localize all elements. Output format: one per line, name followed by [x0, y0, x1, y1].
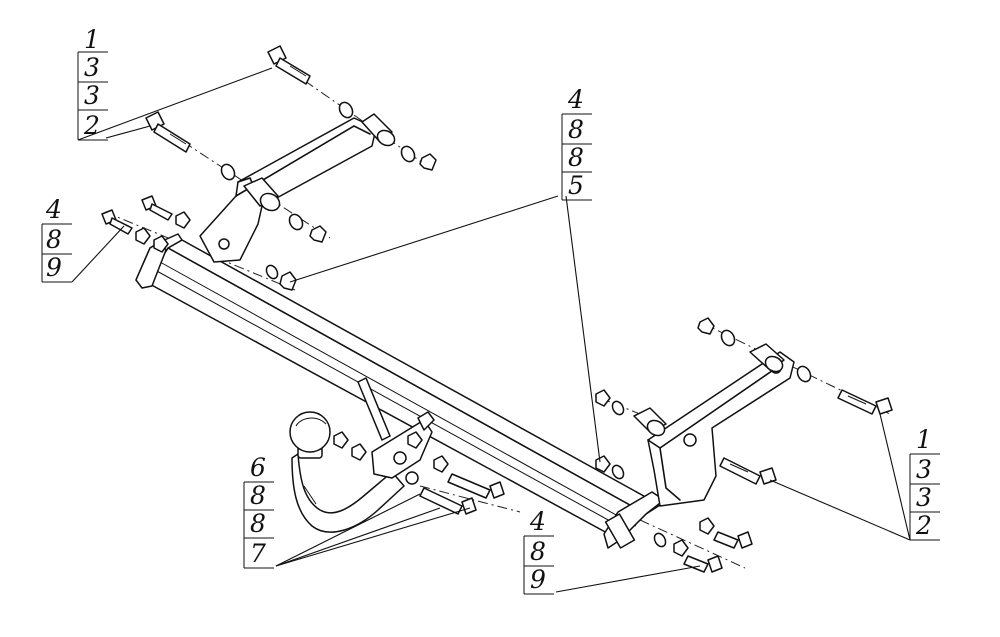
- callout-top-left-line-3: 3: [84, 81, 100, 110]
- bolt-ball-1: [447, 473, 505, 499]
- callout-mid-left-line-1: 4: [45, 195, 62, 224]
- callout-right: 1 3 3 2: [909, 425, 940, 541]
- bolt-bottom-right-upper: [713, 531, 753, 549]
- bolt-left-upper: [141, 195, 173, 221]
- callout-bottom-center-line-1: 4: [529, 507, 546, 536]
- callout-top-left: 1 3 3 2: [77, 25, 108, 141]
- bolt-bottom-right-lower: [683, 555, 723, 573]
- callout-bottom-center-line-3: 9: [530, 565, 546, 594]
- bolt-top-left-2: [145, 111, 191, 153]
- callout-top-center-line-2: 8: [568, 115, 584, 144]
- callout-mid-left: 4 8 9: [41, 195, 72, 283]
- bolt-right-long: [837, 389, 893, 415]
- bolt-left-lower: [101, 209, 133, 235]
- callout-top-center-line-3: 8: [568, 143, 584, 172]
- callout-bottom-left-line-2: 8: [250, 481, 266, 510]
- callout-bottom-left-line-4: 7: [250, 539, 266, 568]
- right-bracket: [633, 343, 795, 507]
- callout-bottom-left-line-3: 8: [250, 509, 266, 538]
- callout-top-center: 4 8 8 5: [561, 85, 592, 201]
- callout-top-left-line-4: 2: [83, 111, 100, 140]
- callout-top-center-line-1: 4: [567, 85, 584, 114]
- callout-right-line-4: 2: [915, 511, 932, 540]
- callout-right-line-2: 3: [916, 455, 932, 484]
- fasteners: [101, 45, 893, 573]
- left-bracket: [199, 113, 396, 263]
- callout-bottom-center-line-2: 8: [530, 537, 546, 566]
- callout-bottom-left: 6 8 8 7: [243, 453, 274, 569]
- callout-mid-left-line-2: 8: [46, 225, 62, 254]
- callout-bottom-left-line-1: 6: [250, 453, 266, 482]
- crossbeam: [135, 233, 665, 549]
- callout-top-left-line-2: 3: [84, 53, 100, 82]
- bolt-ball-2: [419, 487, 477, 515]
- bolt-top-left-1: [267, 45, 311, 85]
- callout-bottom-center: 4 8 9: [523, 507, 554, 595]
- callout-right-line-3: 3: [916, 483, 932, 512]
- callout-top-center-line-4: 5: [568, 171, 584, 200]
- callout-right-line-1: 1: [916, 425, 932, 454]
- leader-lines: [71, 67, 911, 593]
- callout-mid-left-line-3: 9: [46, 253, 62, 282]
- bolt-right-mid: [719, 457, 777, 485]
- callout-top-left-line-1: 1: [84, 25, 100, 54]
